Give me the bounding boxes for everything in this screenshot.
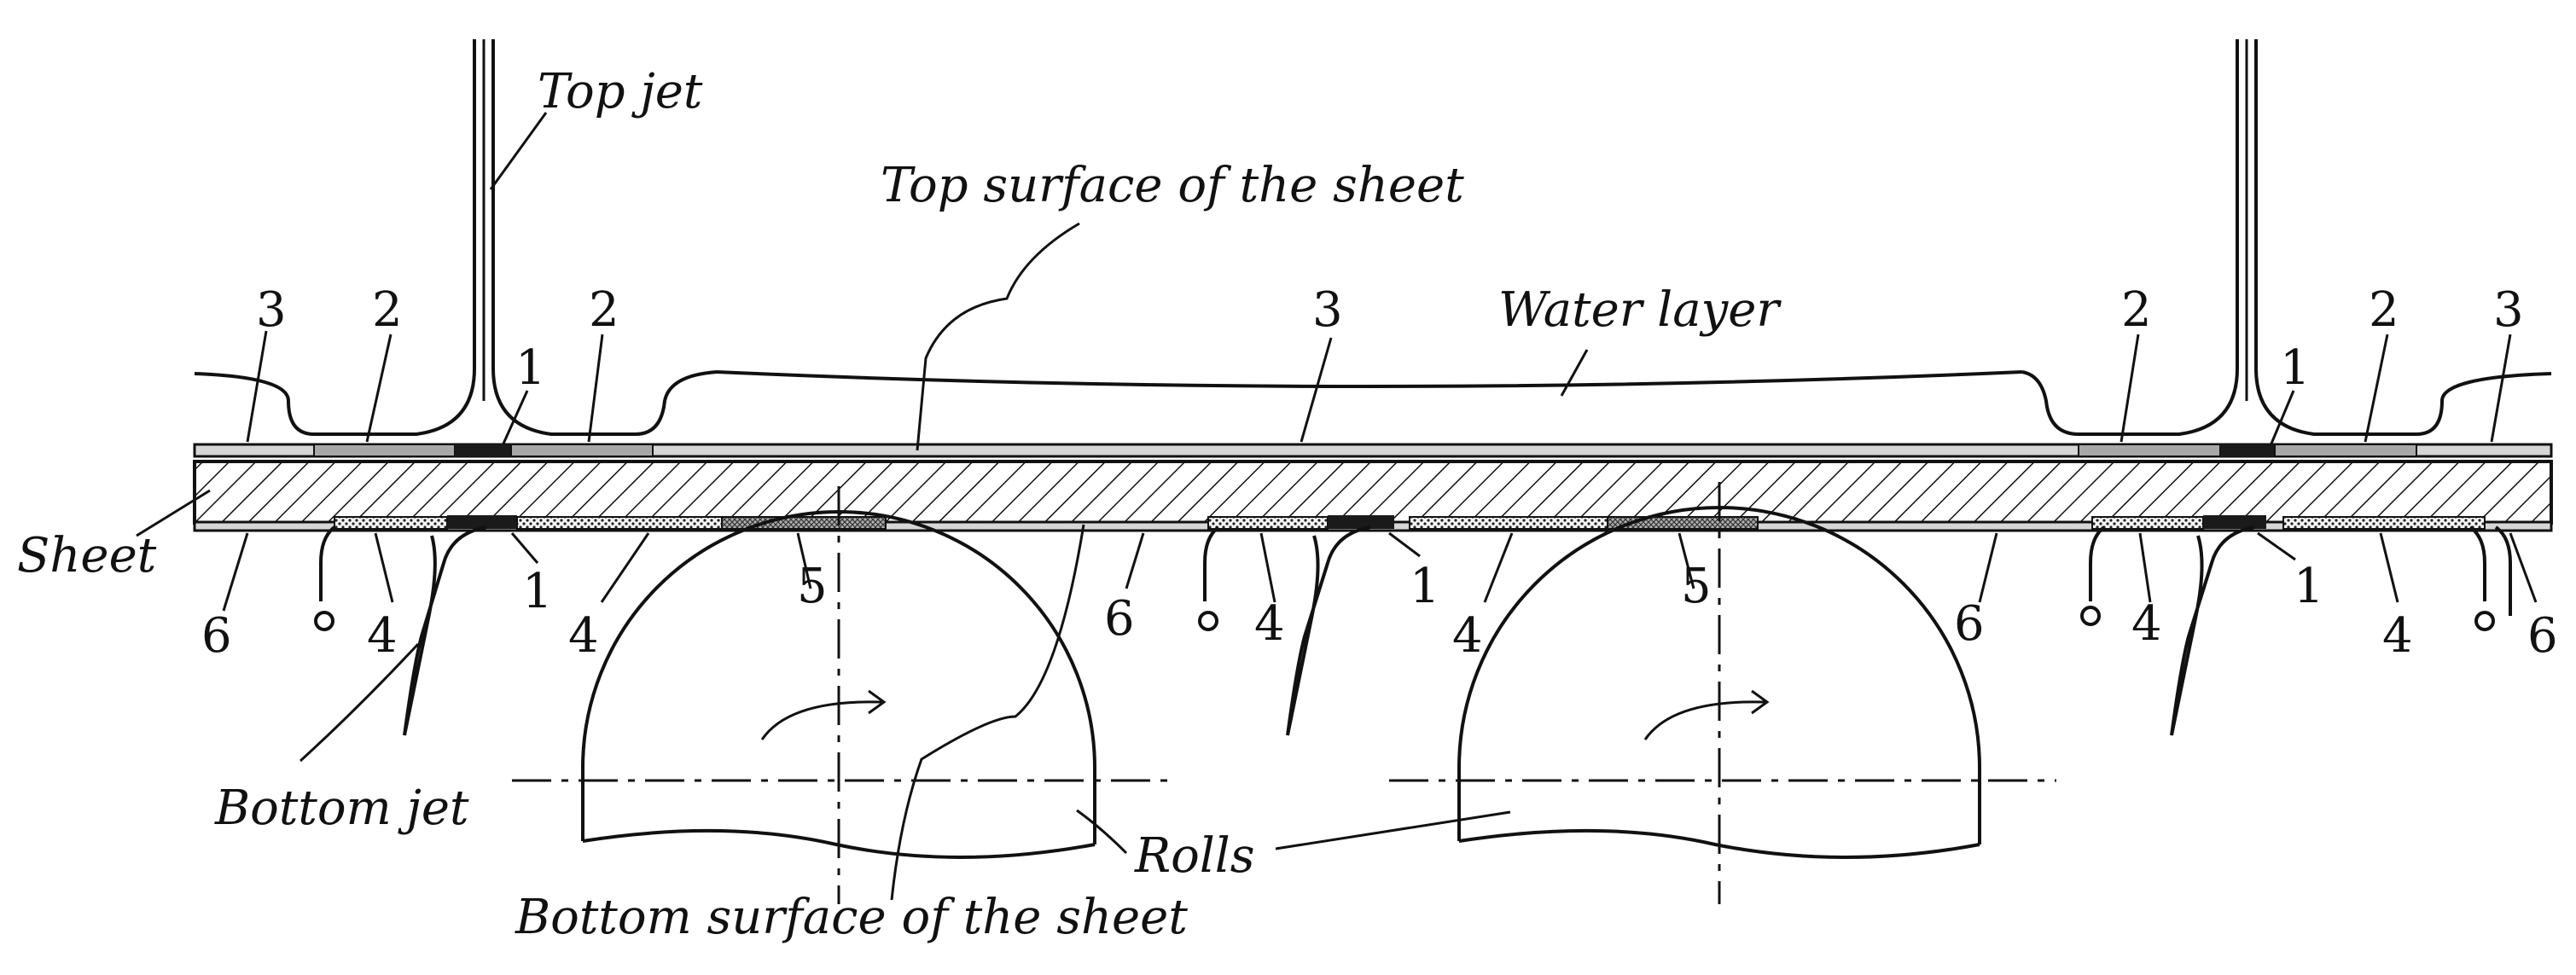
num-4-bottom-b: 4: [568, 608, 599, 664]
bottom-jet-2: [1198, 525, 1371, 736]
num-4-bottom-c: 4: [1254, 596, 1285, 652]
num-2-top-left-b: 2: [589, 282, 619, 338]
roll-left: [512, 486, 1173, 904]
num-1-top-right: 1: [2280, 340, 2311, 396]
top-jet-right: [2021, 39, 2552, 436]
zone-4-f: [2282, 516, 2486, 530]
leader-rolls: [1076, 809, 1128, 855]
zone-2-right-a: [2078, 444, 2221, 457]
leader-top-jet: [489, 112, 548, 190]
zone-1-right: [2220, 444, 2275, 456]
num-6-bottom-left: 6: [201, 608, 232, 664]
zone-4-e: [2091, 516, 2204, 530]
num-6-bottom-middle-right: 6: [1954, 596, 1985, 652]
label-rolls: Rolls: [1134, 828, 1254, 884]
num-4-bottom-d: 4: [1452, 608, 1483, 664]
leader-bottom-jet: [299, 642, 420, 763]
top-jet-left: [194, 39, 718, 436]
leader-rolls-2: [1275, 810, 1511, 850]
roll-right: [1389, 482, 2056, 904]
label-water-layer: Water layer: [1498, 282, 1782, 338]
label-sheet: Sheet: [17, 528, 157, 583]
zone-4-c: [1207, 516, 1329, 530]
label-top-jet: Top jet: [538, 64, 703, 119]
num-5-bottom-right: 5: [1681, 559, 1712, 614]
bottom-jet-3: [2080, 525, 2255, 736]
bottom-jet-1: [314, 525, 487, 736]
zone-1-b-right: [2203, 515, 2266, 529]
num-1-top-left: 1: [515, 340, 546, 396]
zone-1-left: [455, 444, 511, 456]
zone-4-b: [516, 516, 723, 530]
label-bottom-surface: Bottom surface of the sheet: [515, 890, 1188, 945]
bottom-jet-4: [2468, 525, 2512, 631]
zone-2-left-b: [510, 444, 654, 457]
label-bottom-jet: Bottom jet: [214, 781, 469, 836]
water-layer-surface: [716, 370, 2023, 388]
num-1-bottom-right: 1: [2294, 559, 2324, 614]
num-4-bottom-f: 4: [2382, 608, 2413, 664]
leader-lines: [136, 112, 2538, 901]
num-2-top-right-b: 2: [2369, 282, 2399, 338]
top-zone-numbers: 3 2 1 2 3 2 1 2 3: [256, 282, 2524, 396]
top-surface-band: [193, 443, 2553, 458]
label-top-surface: Top surface of the sheet: [881, 158, 1464, 213]
num-4-bottom-e: 4: [2131, 596, 2162, 652]
leader-top-surface: [916, 222, 1080, 451]
num-3-top-left: 3: [256, 282, 287, 338]
num-2-top-right-a: 2: [2121, 282, 2152, 338]
zone-4-d: [1409, 516, 1608, 530]
num-3-top-right: 3: [2493, 282, 2524, 338]
num-2-top-left-a: 2: [372, 282, 403, 338]
leader-bottom-surface: [890, 524, 1085, 901]
zone-1-b-left: [447, 515, 517, 529]
num-5-bottom-left: 5: [797, 559, 828, 614]
leader-water-layer: [1560, 349, 1589, 397]
num-3-top-middle: 3: [1312, 282, 1343, 338]
zone-2-right-b: [2274, 444, 2417, 457]
leader-sheet: [136, 489, 211, 537]
zone-4-a: [334, 516, 448, 530]
zone-5-left: [721, 516, 887, 530]
num-6-bottom-right: 6: [2527, 608, 2558, 664]
zone-1-b-middle: [1328, 515, 1394, 529]
num-4-bottom-a: 4: [367, 608, 398, 664]
num-1-bottom-middle: 1: [1410, 559, 1440, 614]
num-6-bottom-middle-left: 6: [1104, 591, 1135, 647]
num-1-bottom-left: 1: [522, 564, 553, 619]
bottom-surface-zones: [334, 515, 2486, 530]
zone-2-left-a: [313, 444, 456, 457]
bottom-zone-numbers: 6 4 1 4 5 6 4 1 4 5 6 4 1 4 6: [201, 559, 2558, 664]
sheet-body: [193, 460, 2553, 525]
top-surface-zones: [313, 444, 2417, 457]
